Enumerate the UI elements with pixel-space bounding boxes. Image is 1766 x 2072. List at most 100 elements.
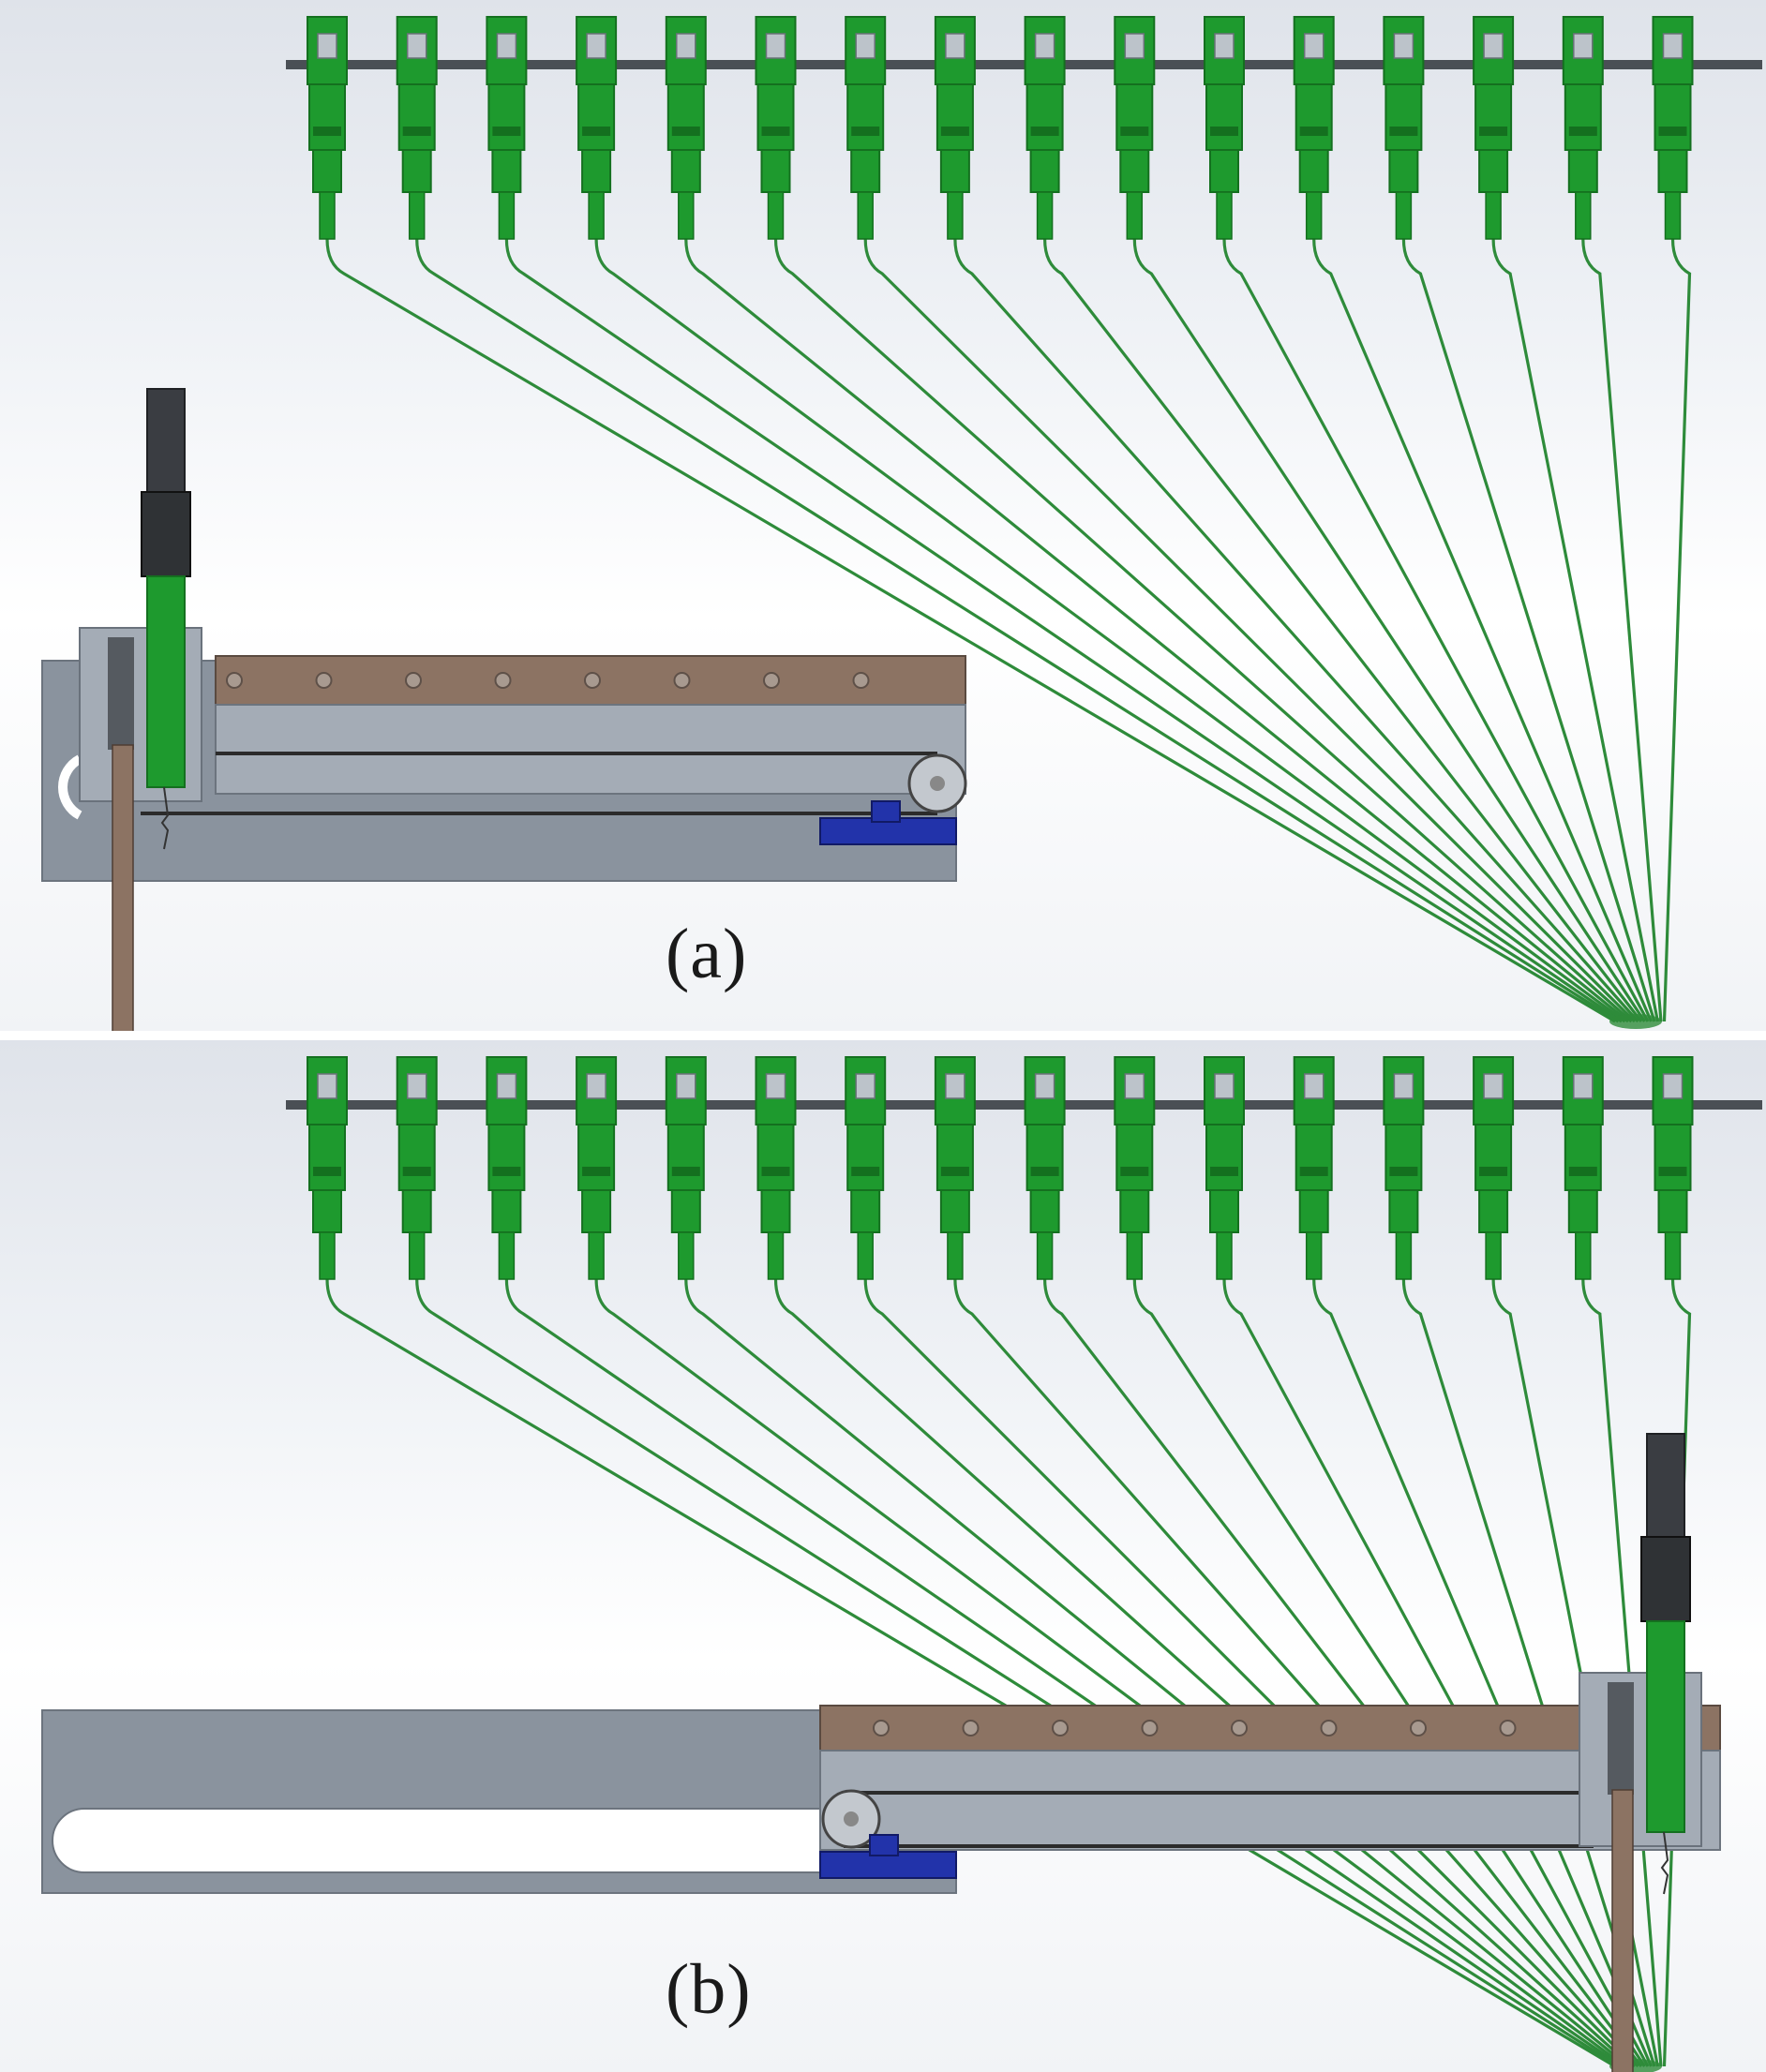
connector-strain-relief — [588, 191, 605, 240]
connector-boot — [760, 1189, 791, 1233]
connector-boot — [1478, 1189, 1509, 1233]
connector-body — [577, 1124, 616, 1191]
connector-strain-relief — [319, 191, 336, 240]
connector-body — [577, 83, 616, 151]
rail-bolt — [1320, 1720, 1338, 1737]
connector-boot — [939, 1189, 970, 1233]
connector-body — [756, 1124, 795, 1191]
stage-slot — [52, 1808, 858, 1873]
spring-icon — [160, 786, 170, 850]
connector-latch — [1303, 1073, 1324, 1099]
optical-fiber — [1222, 238, 1650, 1022]
panel-b: (b) — [0, 1040, 1766, 2072]
fiber-connector — [934, 16, 976, 240]
connector-latch — [765, 1073, 786, 1099]
rail-bolt — [873, 1720, 890, 1737]
carriage-clamp — [1608, 1682, 1634, 1795]
optical-fiber — [594, 1278, 1626, 2068]
connector-ring — [1120, 1167, 1149, 1176]
connector-ring — [1299, 1167, 1328, 1176]
carriage — [1579, 1433, 1702, 2072]
carriage-connector — [146, 575, 186, 788]
connector-latch — [945, 33, 965, 59]
connector-body — [397, 1124, 436, 1191]
connector-body — [397, 83, 436, 151]
optical-fiber — [953, 238, 1639, 1023]
connector-strain-relief — [1305, 1231, 1323, 1280]
connector-array — [286, 16, 1762, 1029]
connector-ring — [671, 127, 700, 136]
rail-bolt — [494, 672, 512, 689]
connector-body — [487, 1124, 526, 1191]
connector-strain-relief — [1216, 191, 1233, 240]
connector-ring — [761, 1167, 790, 1176]
connector-latch — [1573, 1073, 1594, 1099]
optical-fiber — [504, 238, 1623, 1023]
connector-ring — [940, 127, 969, 136]
probe-rod — [112, 744, 134, 1031]
fiber-connector — [1473, 16, 1515, 240]
connector-ring — [492, 127, 521, 136]
linear-stage — [41, 655, 967, 882]
actuator-gearhead — [141, 491, 191, 577]
connector-body — [756, 83, 795, 151]
connector-latch — [1034, 1073, 1055, 1099]
fiber-connector — [307, 1056, 348, 1280]
connector-strain-relief — [1575, 1231, 1592, 1280]
connector-body — [1205, 83, 1243, 151]
connector-latch — [1214, 33, 1235, 59]
rail-bolt — [1499, 1720, 1517, 1737]
connector-boot — [1119, 1189, 1150, 1233]
connector-ring — [1299, 127, 1328, 136]
connector-ring — [582, 1167, 611, 1176]
optical-fiber — [1043, 1278, 1643, 2067]
connector-strain-relief — [678, 1231, 695, 1280]
optical-fiber — [1312, 1278, 1653, 2067]
connector-boot — [1298, 1189, 1329, 1233]
connector-ring — [1030, 127, 1059, 136]
fiber-connector — [396, 16, 438, 240]
panel-a-caption: (a) — [666, 915, 748, 993]
connector-body — [1115, 83, 1154, 151]
connector-latch — [1214, 1073, 1235, 1099]
connector-body — [666, 83, 705, 151]
rail-bolt — [226, 672, 243, 689]
connector-strain-relief — [947, 1231, 964, 1280]
rail-bolt — [1052, 1720, 1069, 1737]
connector-body — [487, 83, 526, 151]
connector-boot — [1388, 149, 1419, 193]
connector-ring — [313, 127, 341, 136]
optical-fiber — [1222, 1278, 1650, 2067]
connector-body — [666, 1124, 705, 1191]
connector-boot — [939, 149, 970, 193]
connector-strain-relief — [1036, 191, 1054, 240]
optical-fiber — [1312, 238, 1653, 1022]
fiber-connector — [486, 1056, 528, 1280]
fiber-connector — [307, 16, 348, 240]
connector-latch — [496, 1073, 517, 1099]
optical-fiber — [953, 1278, 1639, 2068]
connector-boot — [1209, 1189, 1239, 1233]
fiber-connector — [1024, 1056, 1066, 1280]
fiber-connector — [1383, 1056, 1425, 1280]
connector-latch — [1393, 1073, 1414, 1099]
connector-ring — [851, 127, 880, 136]
connector-body — [1654, 1124, 1692, 1191]
connector-boot — [760, 149, 791, 193]
motor-mount-tab — [871, 800, 901, 823]
connector-ring — [761, 127, 790, 136]
connector-boot — [1657, 1189, 1688, 1233]
probe-rod — [1611, 1789, 1634, 2072]
optical-fiber — [684, 1278, 1630, 2068]
rail-bolt — [1141, 1720, 1159, 1737]
connector-strain-relief — [1126, 191, 1144, 240]
optical-fiber — [415, 238, 1620, 1023]
mounting-bar — [286, 60, 1762, 69]
optical-fiber — [1132, 238, 1646, 1022]
optical-fiber — [325, 1278, 1616, 2068]
optical-fiber — [1662, 1278, 1692, 2067]
connector-ring — [1120, 127, 1149, 136]
connector-latch — [406, 1073, 427, 1099]
connector-boot — [1029, 1189, 1060, 1233]
connector-latch — [1662, 33, 1684, 59]
